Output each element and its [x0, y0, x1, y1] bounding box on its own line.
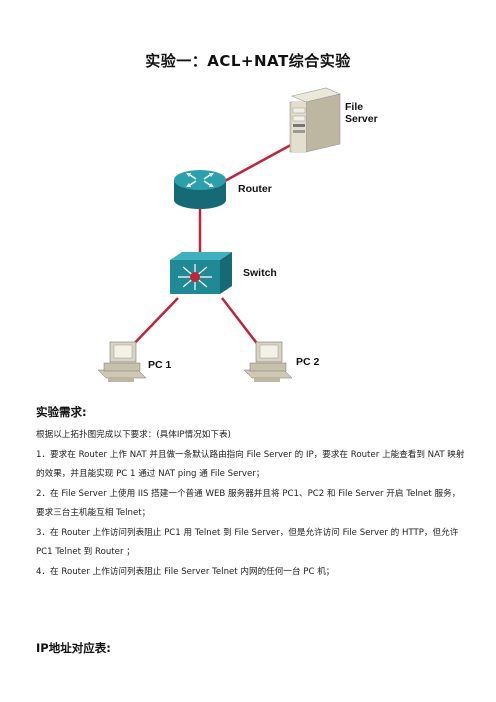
file-server-label: File Server [345, 101, 378, 125]
requirement-item-4: 4．在 Router 上作访问列表阻止 File Server Telnet 内… [36, 566, 335, 577]
pc-icon [97, 341, 147, 382]
network-diagram [97, 87, 341, 382]
router-label: Router [238, 183, 272, 195]
router-icon [174, 170, 226, 209]
switch-icon [170, 252, 232, 294]
server-icon [289, 87, 341, 153]
switch-label: Switch [243, 267, 277, 279]
file-server-label-line2: Server [345, 113, 378, 125]
requirement-item-3: 3．在 Router 上作访问列表阻止 PC1 用 Telnet 到 File … [36, 527, 459, 558]
link-switch-pc1 [127, 297, 179, 351]
requirements-body: 根据以上拓扑图完成以下要求：(具体IP情况如下表) 1．要求在 Router 上… [36, 426, 468, 582]
requirements-intro: 根据以上拓扑图完成以下要求：(具体IP情况如下表) [36, 430, 231, 440]
pc1-label: PC 1 [148, 359, 172, 371]
link-router-server [211, 138, 301, 190]
page-title: 实验一：ACL+NAT综合实验 [145, 52, 351, 70]
requirement-item-2: 2．在 File Server 上使用 IIS 搭建一个普通 WEB 服务器并且… [36, 488, 461, 519]
requirements-heading: 实验需求: [36, 405, 87, 419]
ip-table-heading: IP地址对应表: [36, 641, 111, 655]
pc2-label: PC 2 [296, 356, 320, 368]
file-server-label-line1: File [345, 101, 364, 113]
requirement-item-1: 1．要求在 Router 上作 NAT 并且做一条默认路由指向 File Ser… [36, 449, 465, 480]
pc-icon [243, 341, 293, 382]
link-switch-pc2 [221, 297, 263, 351]
